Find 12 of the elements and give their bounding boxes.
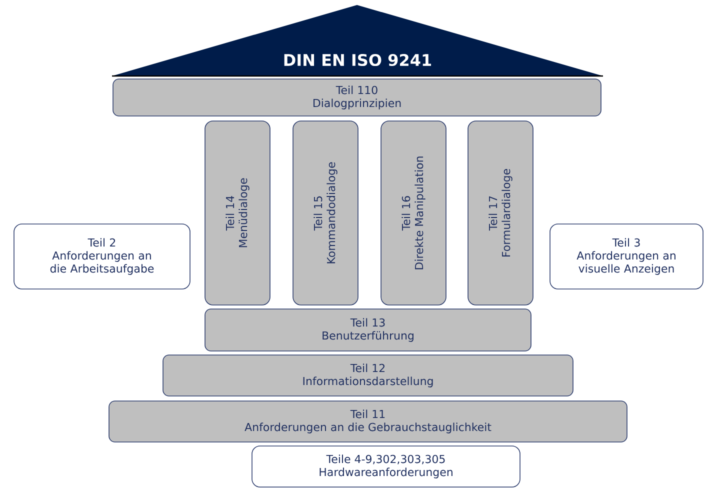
standard-part-box: Teil 11 Anforderungen an die Gebrauchstauglichkeit	[108, 400, 628, 442]
pillar-box: Teil 15 Kommandodialoge	[292, 120, 358, 306]
pillar-box: Teil 14 Menüdialoge	[204, 120, 270, 306]
pillar-box: Teil 17 Formulardialoge	[468, 120, 534, 306]
standard-part-box: Teil 110 Dialogprinzipien	[112, 78, 602, 116]
pillar-box: Teil 16 Direkte Manipulation	[380, 120, 446, 306]
standard-part-box: Teil 12 Informationsdarstellung	[162, 354, 574, 396]
roof-triangle: DIN EN ISO 9241	[112, 5, 603, 77]
standard-part-box: Teil 2 Anforderungen an die Arbeitsaufgabe	[14, 224, 190, 290]
standard-part-box: Teile 4-9,302,303,305 Hardwareanforderungen	[252, 446, 520, 488]
standard-part-box: Teil 13 Benutzerführung	[204, 308, 532, 352]
standard-part-box: Teil 3 Anforderungen an visuelle Anzeigen	[550, 224, 704, 290]
